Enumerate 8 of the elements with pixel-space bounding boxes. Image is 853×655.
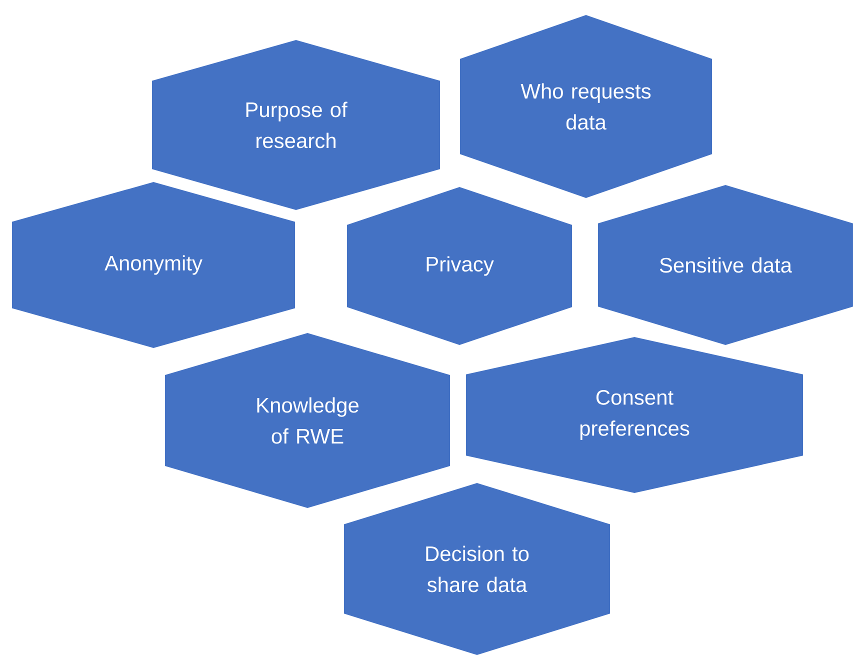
hexagon: Sensitive data xyxy=(598,185,853,345)
hexagon: Decision to share data xyxy=(344,482,610,655)
hexagon: Who requests data xyxy=(460,15,712,198)
hexagon: Purpose of research xyxy=(152,40,440,210)
hexagon: Privacy xyxy=(347,187,572,345)
hexagon: Knowledge of RWE xyxy=(165,333,450,508)
hexagon: Anonymity xyxy=(12,182,295,348)
hexagon: Consent preferences xyxy=(466,336,803,493)
